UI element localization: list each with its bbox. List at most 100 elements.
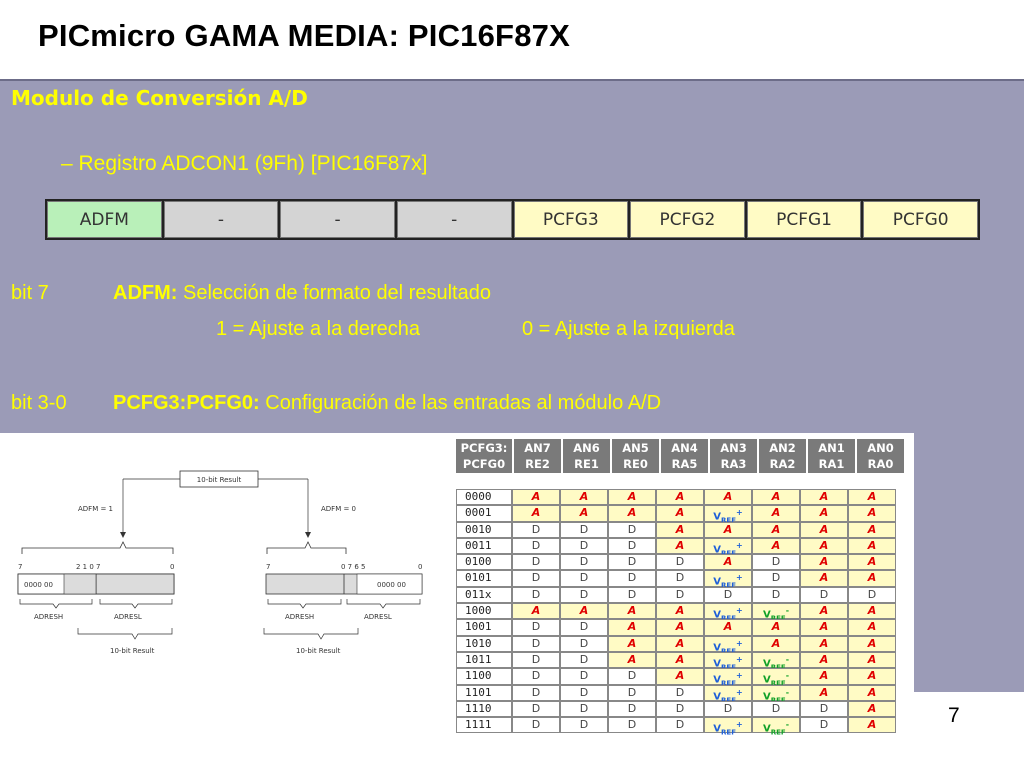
- table-cell: D: [848, 586, 896, 604]
- table-cell: A: [656, 603, 704, 620]
- table-cell: A: [848, 505, 896, 522]
- register-bit-0: PCFG0: [863, 201, 978, 238]
- row-code: 1101: [456, 684, 512, 701]
- table-cell: A: [800, 570, 848, 587]
- table-cell: A: [752, 635, 800, 652]
- table-cell: A: [608, 603, 656, 620]
- table-cell: A: [656, 668, 704, 685]
- diagram-adfm1: ADFM = 1: [78, 505, 113, 513]
- table-row: 1010DDAAVREF+AAA: [456, 635, 896, 655]
- table-row: 0001AAAAVREF+AAA: [456, 505, 896, 525]
- table-cell: VREF+: [704, 717, 752, 736]
- register-bit-1: PCFG1: [746, 201, 862, 238]
- table-cell: A: [800, 684, 848, 701]
- table-cell: VREF+: [704, 651, 752, 671]
- table-cell: A: [512, 603, 560, 620]
- table-cell: A: [608, 635, 656, 652]
- table-cell: A: [752, 489, 800, 506]
- row-code: 0101: [456, 570, 512, 587]
- table-cell: A: [800, 489, 848, 506]
- table-cell: A: [800, 537, 848, 555]
- table-cell: D: [512, 668, 560, 685]
- bit7-desc: Selección de formato del resultado: [183, 282, 491, 304]
- table-cell: D: [512, 521, 560, 538]
- section-heading: Modulo de Conversión A/D: [11, 86, 308, 110]
- register-bit-3: PCFG3: [513, 201, 629, 238]
- diagram-right-adresh: ADRESH: [285, 613, 314, 621]
- table-cell: A: [848, 554, 896, 571]
- diagram-right-adresl: ADRESL: [364, 613, 392, 621]
- table-cell: VREF+: [704, 635, 752, 655]
- row-code: 0100: [456, 554, 512, 571]
- table-cell: A: [752, 537, 800, 555]
- table-cell: D: [704, 586, 752, 604]
- diagram-left-adresh: ADRESH: [34, 613, 63, 621]
- diagram-top-label: 10-bit Result: [197, 476, 242, 484]
- table-cell: D: [608, 668, 656, 685]
- diagram-right-bits-mid: 0 7 6 5: [341, 563, 366, 571]
- table-cell: D: [560, 700, 608, 718]
- adcon1-register: ADFM - - - PCFG3 PCFG2 PCFG1 PCFG0: [45, 199, 980, 240]
- table-cell: A: [800, 635, 848, 652]
- register-bit-7: ADFM: [47, 201, 162, 238]
- table-cell: D: [656, 570, 704, 587]
- table-cell: D: [512, 619, 560, 636]
- row-code: 0001: [456, 505, 512, 522]
- table-cell: A: [848, 619, 896, 636]
- table-row: 1011DDAAVREF+VREF-AA: [456, 651, 896, 671]
- table-cell: D: [752, 586, 800, 604]
- table-cell: A: [560, 505, 608, 522]
- table-cell: A: [704, 489, 752, 506]
- bit30-name: PCFG3:PCFG0:: [113, 392, 260, 414]
- register-bit-4: -: [396, 201, 512, 238]
- diagram-left-adresl: ADRESL: [114, 613, 142, 621]
- row-code: 011x: [456, 586, 512, 604]
- row-code: 1111: [456, 717, 512, 734]
- table-cell: VREF+: [704, 505, 752, 525]
- row-code: 0010: [456, 521, 512, 538]
- table-cell: A: [512, 505, 560, 522]
- table-cell: D: [560, 586, 608, 604]
- result-format-diagram: 10-bit Result ADFM = 1 ADFM = 0 7 2 1 0 …: [0, 436, 450, 668]
- diagram-left-bits-mid: 2 1 0 7: [76, 563, 101, 571]
- table-cell: A: [800, 505, 848, 522]
- table-cell: D: [752, 554, 800, 571]
- table-cell: VREF-: [752, 668, 800, 688]
- table-cell: D: [512, 700, 560, 718]
- table-cell: A: [656, 651, 704, 669]
- table-cell: D: [512, 717, 560, 734]
- table-cell: D: [560, 651, 608, 669]
- table-cell: D: [560, 668, 608, 685]
- table-cell: A: [656, 489, 704, 506]
- table-cell: D: [608, 586, 656, 604]
- table-cell: A: [800, 521, 848, 538]
- table-cell: D: [608, 537, 656, 555]
- bit7-name: ADFM:: [113, 282, 178, 304]
- table-cell: VREF+: [704, 668, 752, 688]
- table-cell: D: [560, 635, 608, 652]
- table-cell: A: [800, 619, 848, 636]
- table-cell: A: [848, 684, 896, 701]
- table-cell: A: [848, 700, 896, 718]
- table-cell: D: [512, 651, 560, 669]
- table-cell: D: [560, 554, 608, 571]
- table-cell: A: [752, 619, 800, 636]
- table-cell: D: [512, 554, 560, 571]
- table-cell: A: [608, 619, 656, 636]
- table-cell: A: [656, 521, 704, 538]
- table-cell: A: [704, 619, 752, 636]
- table-cell: D: [656, 700, 704, 718]
- table-cell: A: [560, 603, 608, 620]
- register-bit-2: PCFG2: [630, 201, 745, 238]
- diagram-left-bottom-label: 10-bit Result: [110, 647, 155, 655]
